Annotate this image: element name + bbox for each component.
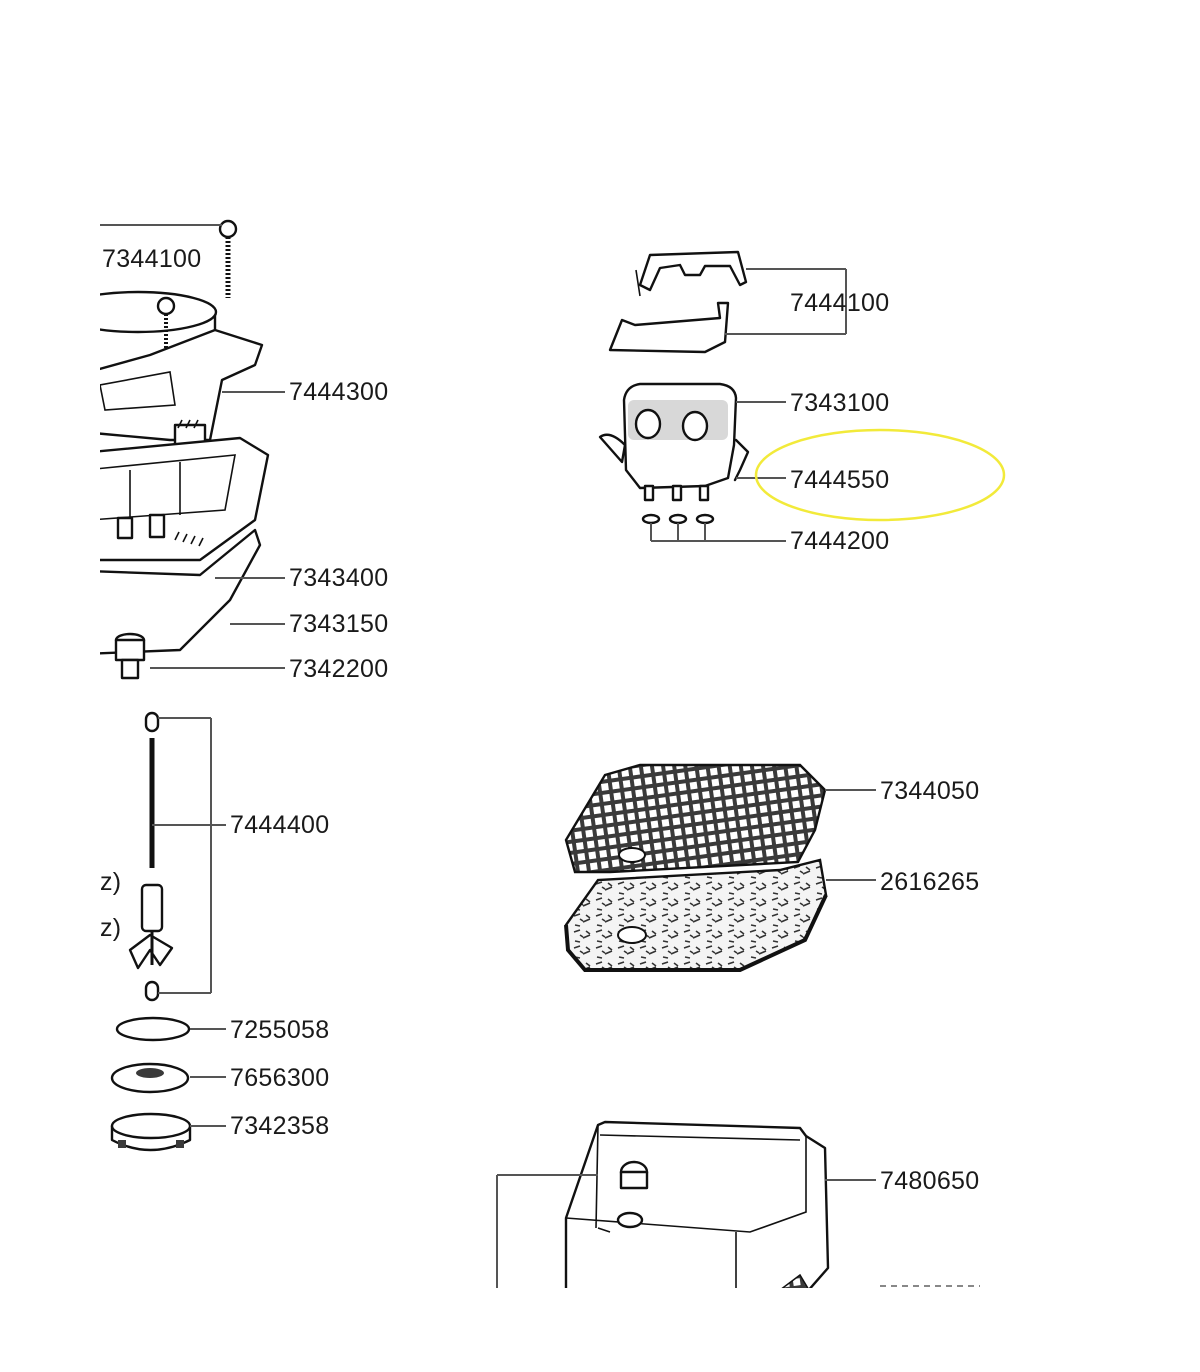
label-2616265: 2616265 [880,868,979,896]
label-7444400: 7444400 [230,811,329,839]
filter-sponge-drawing [564,858,828,972]
head-cover-icon [100,328,264,447]
canister-insert-drawing [564,1120,830,1288]
clips-drawing [608,250,748,354]
impeller-assembly-drawing [110,711,192,1152]
bayonet-ring-icon [110,1112,192,1152]
label-7444550: 7444550 [790,466,889,494]
label-7480650: 7480650 [880,1167,979,1195]
highlight-ring [754,428,1006,522]
leader-lines-left-top [100,224,285,669]
o-ring-icon [115,1016,191,1042]
label-z-upper: z) [100,868,121,896]
leader-lines-right-mid [825,789,876,881]
label-7342358: 7342358 [230,1112,329,1140]
part-labels: 7344100 7444300 7343400 7343150 7342200 … [100,245,979,1195]
screw-icon [218,219,238,298]
leader-lines-right-top [650,268,847,542]
label-7344100: 7344100 [102,245,201,273]
label-7343150: 7343150 [289,610,388,638]
label-7343100: 7343100 [790,389,889,417]
housing-box-icon [100,436,270,562]
label-7342200: 7342200 [289,655,388,683]
label-7444200: 7444200 [790,527,889,555]
gasket-icon [100,528,262,655]
bearing-bottom-icon [144,980,160,1002]
valve-block-drawing [598,382,750,502]
label-7343400: 7343400 [289,564,388,592]
leader-lines-left-mid [152,717,226,1127]
label-7444300: 7444300 [289,378,388,406]
label-7255058: 7255058 [230,1016,329,1044]
clip-upper-icon [638,250,748,292]
seal-rings-icon [641,513,715,525]
label-z-lower: z) [100,914,121,942]
pump-head-drawing [100,219,270,680]
clip-lower-icon [608,301,730,354]
impeller-cover-icon [110,1062,190,1094]
label-7344050: 7344050 [880,777,979,805]
label-7444100: 7444100 [790,289,889,317]
impeller-icon [128,883,174,970]
label-7656300: 7656300 [230,1064,329,1092]
bearing-top-icon [144,711,160,733]
connector-icon [114,632,146,680]
leader-lines-right-bottom [496,1174,980,1288]
filter-pad-grid-drawing [564,763,827,874]
